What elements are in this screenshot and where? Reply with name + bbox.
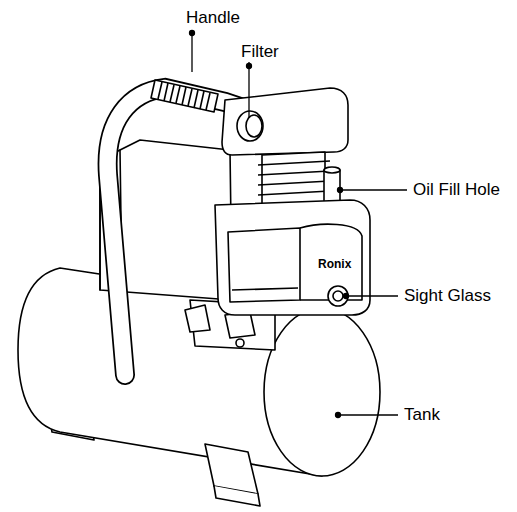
leader-line bbox=[340, 189, 407, 190]
sight-glass bbox=[333, 291, 343, 301]
grip-ridges bbox=[158, 82, 210, 110]
tank-foot bbox=[214, 486, 260, 506]
leader-line bbox=[338, 414, 398, 415]
oil-fill-cap bbox=[324, 167, 340, 173]
leader-dot bbox=[338, 188, 343, 193]
part-label: Filter bbox=[241, 43, 279, 60]
cylinder-fins bbox=[258, 161, 330, 195]
leader-dot bbox=[190, 31, 195, 36]
leader-dot bbox=[336, 413, 341, 418]
leader-line bbox=[346, 295, 398, 296]
pump-crankcase bbox=[215, 200, 370, 315]
filter bbox=[246, 115, 262, 137]
leader-line bbox=[191, 30, 192, 72]
crankcase-face bbox=[228, 228, 300, 302]
filter bbox=[237, 111, 263, 141]
tank-end-cap bbox=[264, 308, 380, 476]
brand-text: Ronix bbox=[318, 258, 351, 270]
pump-cover bbox=[222, 88, 348, 155]
part-label: Sight Glass bbox=[404, 287, 491, 304]
handle-grip bbox=[151, 80, 218, 112]
mount-bolt bbox=[236, 339, 244, 347]
part-label: Tank bbox=[404, 406, 440, 423]
leader-dot bbox=[247, 64, 252, 69]
part-label: Oil Fill Hole bbox=[413, 181, 500, 198]
tank-foot bbox=[205, 444, 258, 494]
leader-dot bbox=[344, 294, 349, 299]
sight-glass bbox=[328, 286, 348, 306]
leader-line bbox=[248, 62, 249, 118]
crankcase-rib bbox=[232, 288, 298, 290]
part-label: Handle bbox=[186, 9, 240, 26]
